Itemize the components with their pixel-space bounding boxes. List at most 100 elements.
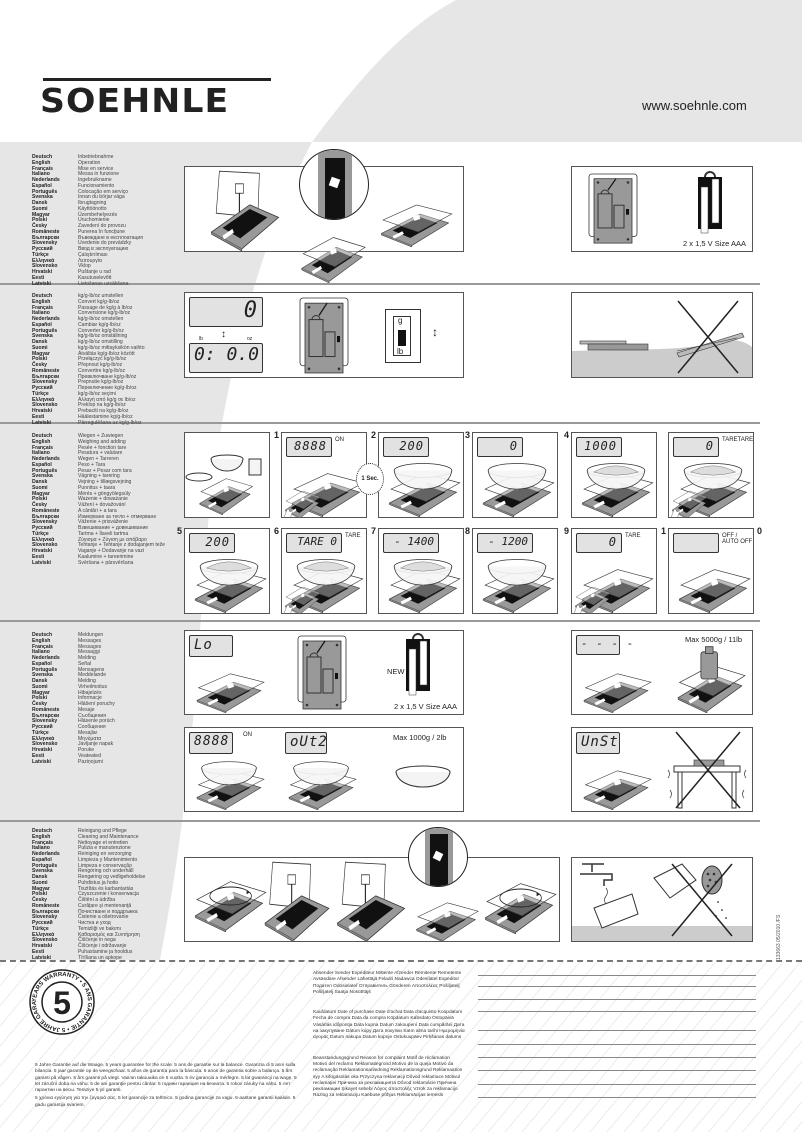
language-name: Česky [32, 701, 48, 707]
language-translation: Meldungen [78, 632, 104, 638]
language-translation: Vägning + tarering [78, 473, 120, 480]
language-name: Magyar [32, 885, 50, 892]
panel-battery: 2 x 1,5 V Size AAA [571, 166, 753, 252]
language-translation: Punnitus + taara [78, 484, 116, 491]
language-name: Latviski [32, 559, 51, 566]
language-name: English [32, 438, 51, 445]
battery-illustration [405, 633, 431, 699]
language-translation: Preklop na kg/g-lb/oz [78, 402, 126, 409]
write-in-line[interactable] [478, 1070, 756, 1071]
language-name: Romāneste [32, 706, 60, 713]
website-url[interactable]: www.soehnle.com [642, 98, 747, 113]
write-in-line[interactable] [478, 1044, 756, 1045]
language-translation: Čišćenje i održavanje [78, 943, 127, 949]
language-name: Ελληνικά [32, 931, 55, 938]
write-in-line[interactable] [478, 999, 756, 1000]
language-translation: Взвешивание + довешивание [78, 525, 149, 531]
language-name: Česky [32, 362, 48, 368]
language-translation: Переключение kg/g-lb/oz [78, 385, 137, 391]
write-in-line[interactable] [478, 1011, 756, 1012]
lcd-display: - - - - [576, 635, 633, 655]
language-name: Español [32, 660, 52, 667]
weighing-step-panel: - 1400 [378, 528, 464, 614]
finger-press-illustration [282, 575, 322, 613]
language-name: Nederlands [32, 177, 60, 183]
lcd-display: UnSt [576, 732, 620, 754]
language-name: Dansk [32, 874, 48, 880]
battery-compartment-illustration [588, 173, 638, 245]
write-in-line[interactable] [478, 1084, 756, 1085]
write-in-line[interactable] [478, 1097, 756, 1098]
language-translation: Čiščenje in nega [78, 937, 116, 944]
language-translation: Hibajelzés [78, 689, 102, 696]
write-in-line[interactable] [478, 1057, 756, 1058]
language-name: English [32, 298, 51, 305]
language-translation: kg/g-lb/oz umstellen [78, 293, 124, 299]
language-name: Ελληνικά [32, 257, 55, 264]
language-translation: Vážení + dovažování [78, 502, 126, 508]
language-translation: Tartma + İlaveli tartma [78, 530, 129, 537]
weighing-step-panel: 200 [184, 528, 270, 614]
language-name: Italiano [32, 450, 50, 457]
language-name: Português [32, 467, 58, 474]
language-name: Magyar [32, 350, 50, 357]
language-name: Romāneste [32, 228, 60, 235]
lcd-display: Lo [189, 635, 233, 657]
step-number: 5 [177, 526, 183, 536]
language-name: Latviski [32, 280, 51, 287]
arrow-updown-icon: ↕ [221, 329, 226, 340]
language-translation: Melding [78, 678, 96, 684]
language-translation: Cambiar kg/g-lb/oz [78, 321, 121, 328]
finger-press-illustration [669, 479, 709, 517]
step-number: 7 [371, 526, 377, 536]
language-translation: Съобщения [78, 712, 106, 719]
language-name: Slovensky [32, 519, 58, 526]
panel-cleaning-warning [571, 857, 753, 942]
language-translation: kg/g-lb/oz omstellen [78, 316, 124, 322]
language-translation: Lietošanas uzsākšana [78, 280, 129, 287]
write-in-line[interactable] [478, 986, 756, 987]
containers-illustration [185, 454, 262, 482]
language-name: Magyar [32, 490, 50, 497]
unit-label: oz [247, 336, 253, 342]
write-in-line[interactable] [478, 1030, 756, 1031]
scale-illustration [411, 886, 481, 941]
language-name: Deutsch [32, 154, 53, 160]
scale-illustration [375, 187, 455, 248]
language-name: Türkçe [32, 251, 49, 258]
scale-illustration [195, 463, 255, 516]
language-translation: Čištění a údržba [78, 897, 116, 903]
language-translation: Passage de kg/g à lb/oz [78, 304, 133, 311]
language-translation: Rengöring och underhåll [78, 868, 134, 875]
language-name: Slovensky [32, 240, 58, 247]
write-in-line[interactable] [478, 975, 756, 976]
language-name: Slovensko [32, 542, 58, 549]
